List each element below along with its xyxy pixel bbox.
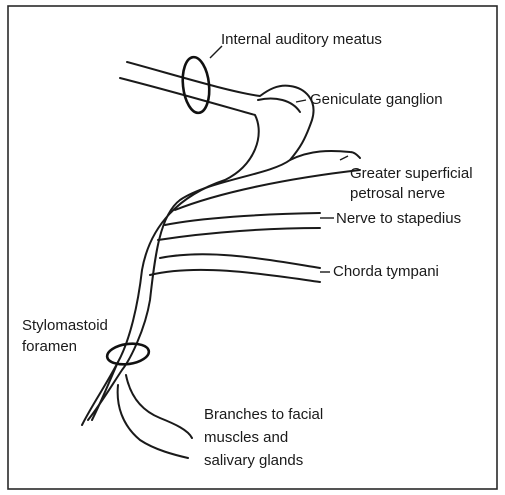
leader-greater-petrosal [340,156,348,160]
stapedius-branch-upper [165,213,320,225]
chorda-tympani-branch-lower [150,270,320,282]
label-nerve-to-stapedius: Nerve to stapedius [336,209,461,229]
label-branches-line1: Branches to facial [204,405,323,425]
label-chorda-tympani: Chorda tympani [333,262,439,282]
stylomastoid-foramen-ring [106,341,150,367]
greater-petrosal-branch-upper [290,151,360,160]
label-branches-line2: muscles and [204,428,288,448]
geniculate-inner-curve [258,99,300,113]
label-geniculate-ganglion: Geniculate ganglion [310,90,443,110]
label-foramen-line2: foramen [22,337,77,357]
chorda-tympani-branch-upper [160,254,320,268]
facial-branches-lower [118,385,188,458]
label-internal-auditory-meatus: Internal auditory meatus [221,30,382,50]
lower-branch-left-edge [82,362,118,425]
leader-geniculate-ganglion [296,100,306,102]
label-greater-superficial-line1: Greater superficial [350,164,473,184]
label-stylomastoid-line1: Stylomastoid [22,316,108,336]
label-petrosal-nerve-line2: petrosal nerve [350,184,445,204]
nerve-trunk-lower-edge [92,78,259,420]
facial-branches-upper [126,375,192,438]
stapedius-branch-lower [158,228,320,240]
nerve-trunk-upper-edge [88,62,313,420]
label-branches-line3: salivary glands [204,451,303,471]
